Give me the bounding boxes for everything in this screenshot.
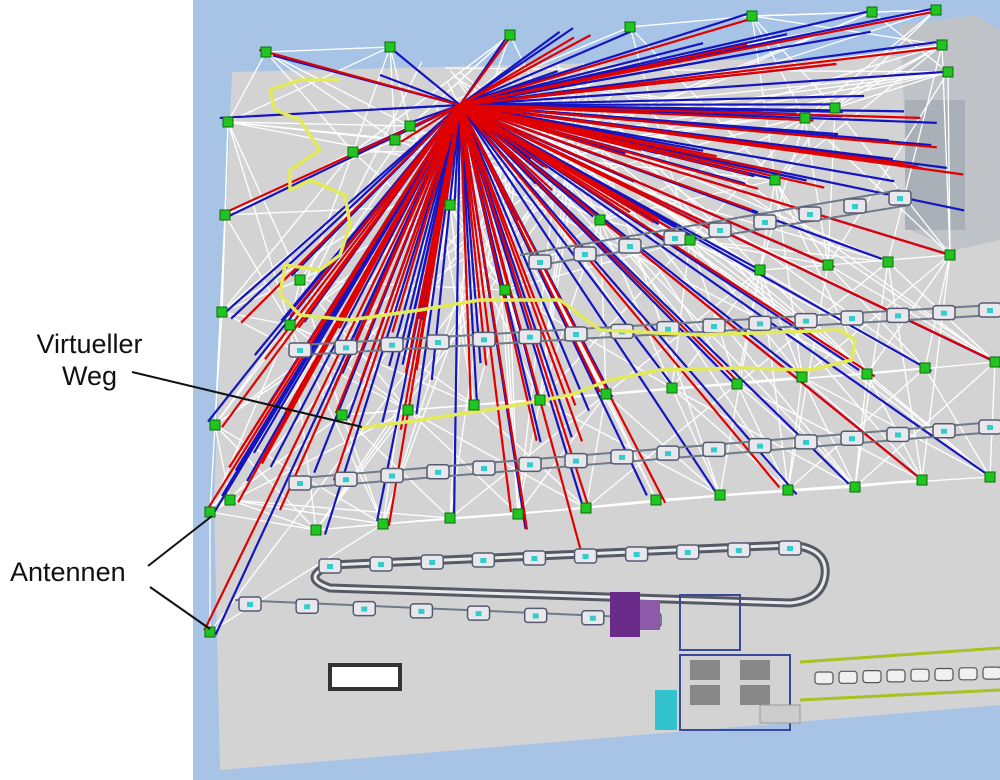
output-conveyor-cars	[814, 666, 1000, 685]
conveyor-lines	[234, 189, 996, 619]
antenna-leader-upper	[147, 515, 213, 567]
antenna-leader-lower	[149, 586, 211, 630]
virtual-path-label-line2: Weg	[61, 360, 118, 391]
annotation-leaders	[131, 371, 363, 630]
antenna-markers	[204, 4, 1000, 638]
virtual-path-label: Virtueller Weg	[22, 329, 157, 393]
right-side-structure	[905, 100, 965, 230]
lower-assembly-area	[328, 592, 801, 731]
antennas-label: Antennen	[10, 557, 126, 587]
conveyor-loop-inner	[313, 543, 827, 605]
virtual-path	[268, 78, 857, 430]
machine-units	[238, 190, 1000, 628]
ray-lines-red	[203, 9, 999, 631]
virtual-path-label-line1: Virtueller	[36, 329, 143, 359]
output-conveyor	[799, 646, 1000, 702]
virtual-path-leader	[131, 371, 363, 428]
